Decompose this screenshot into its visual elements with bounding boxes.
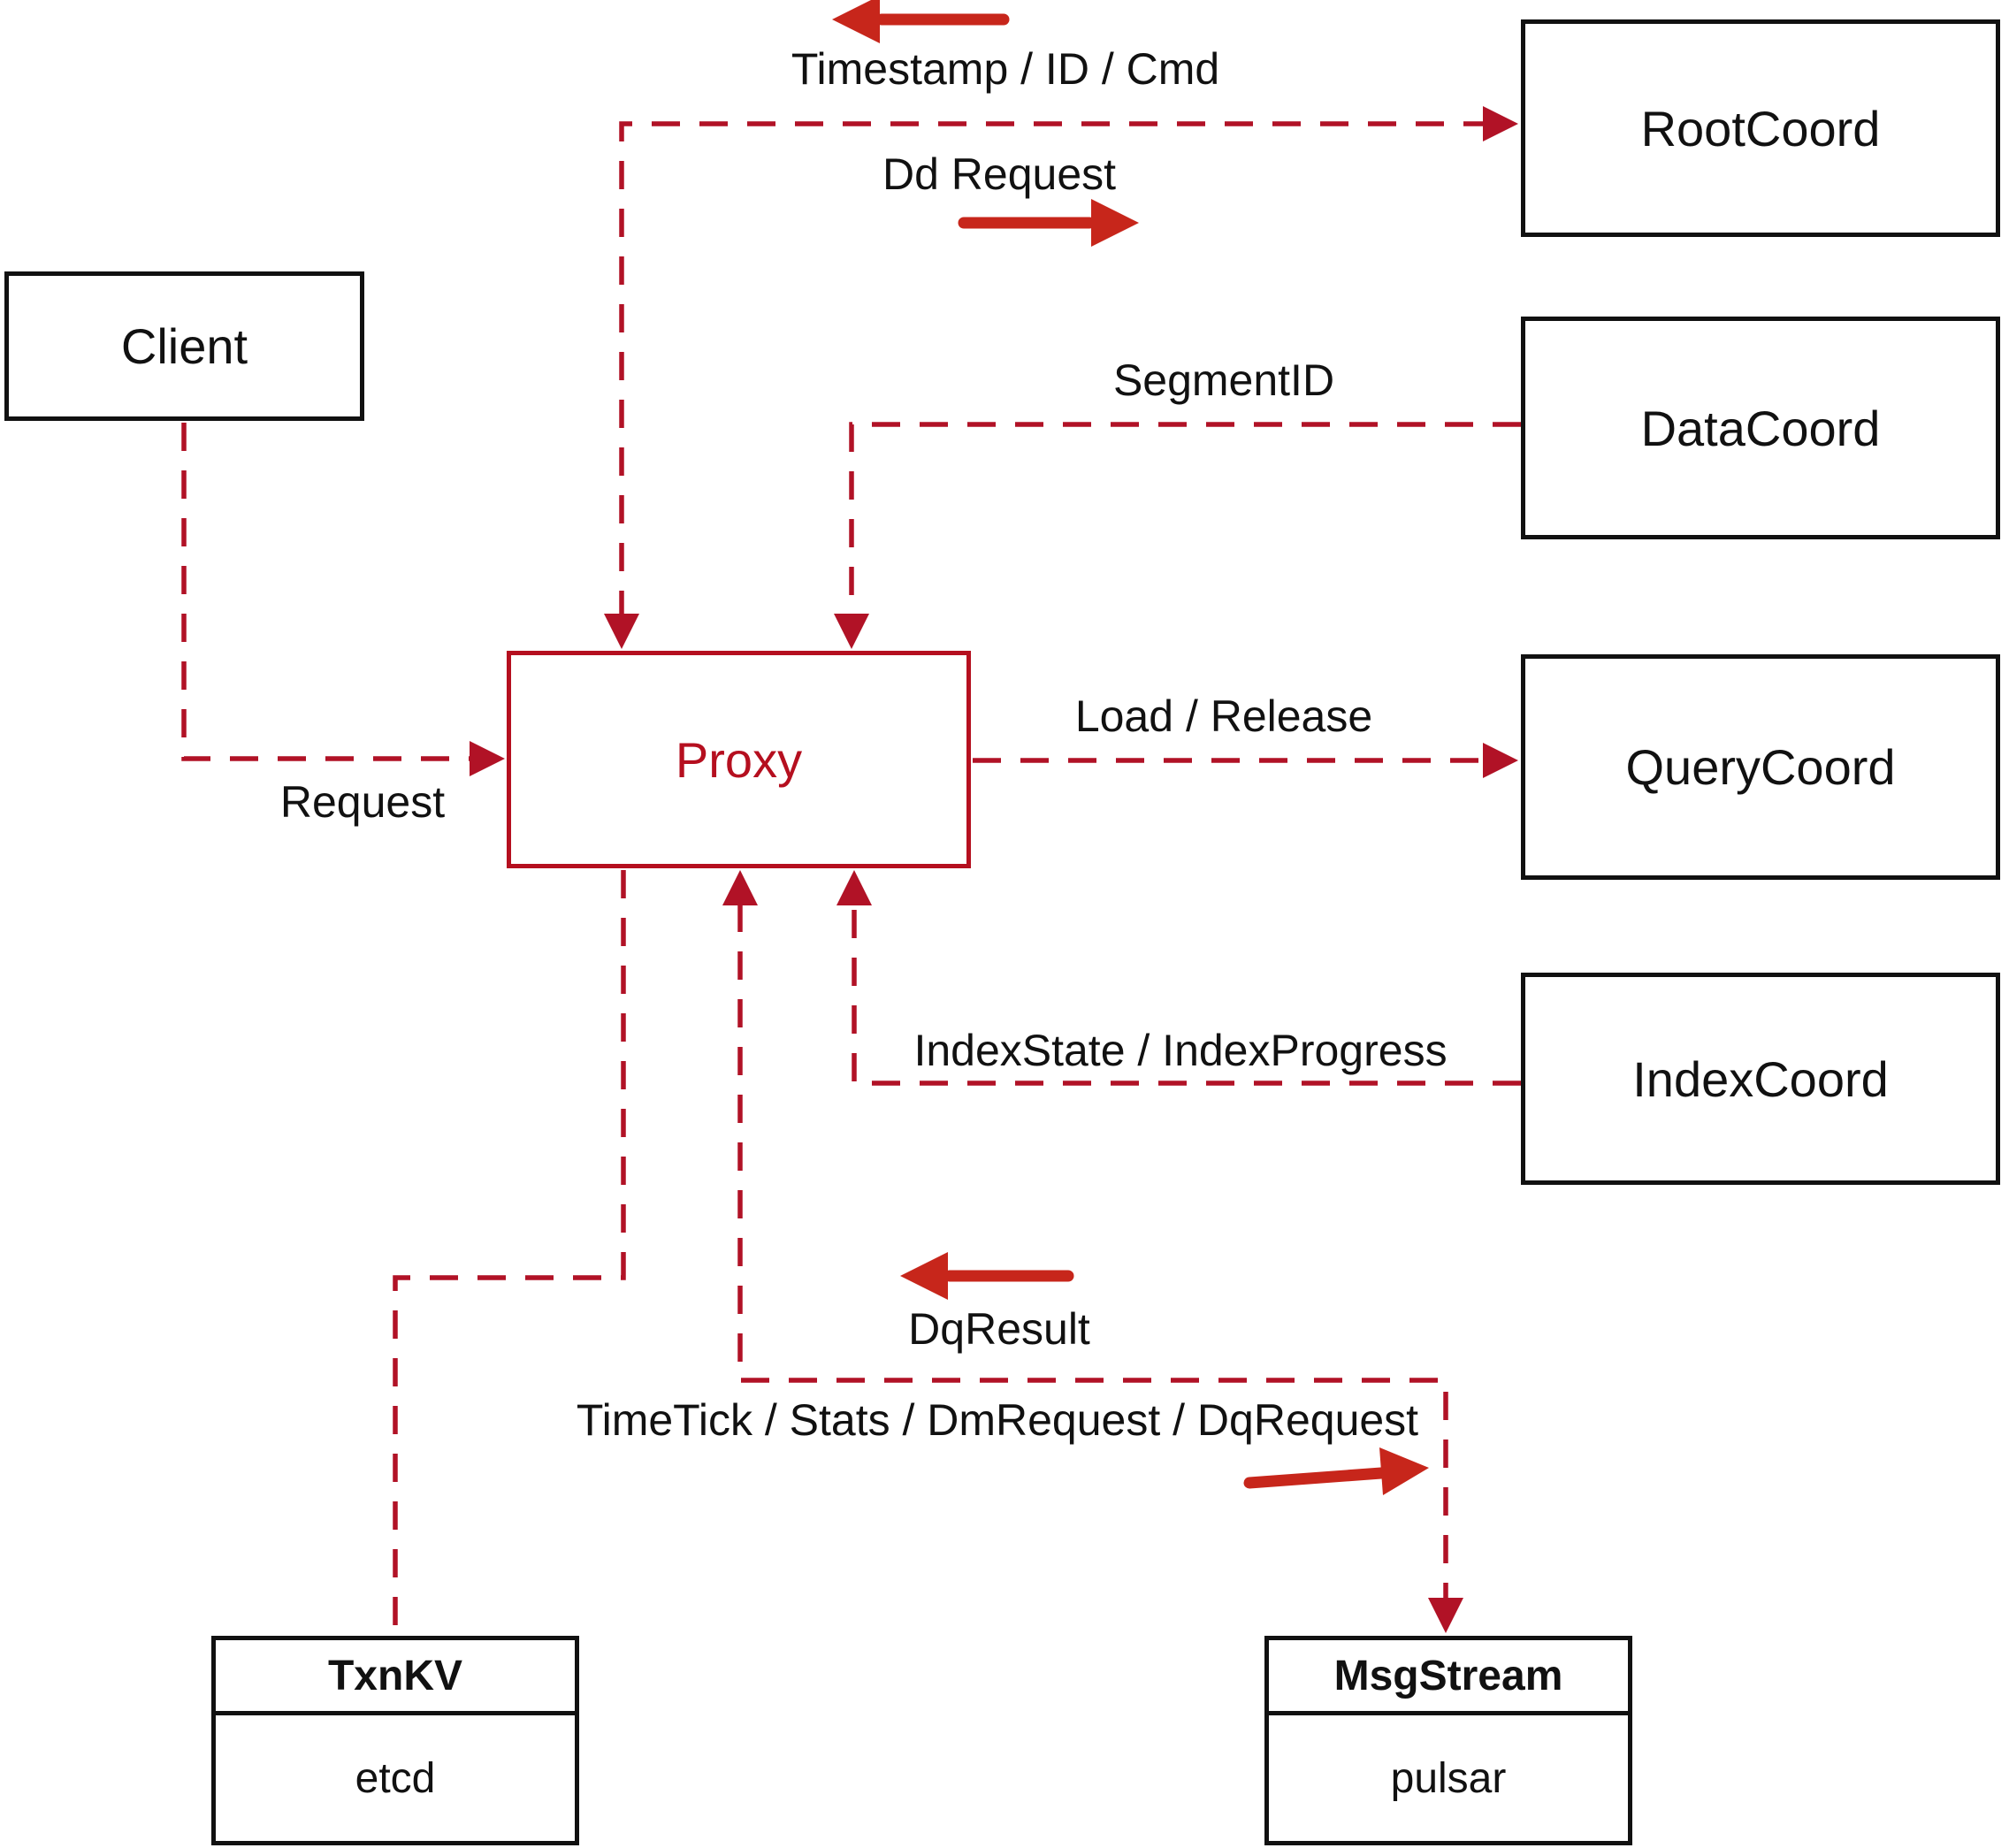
node-datacoord-label: DataCoord — [1640, 400, 1881, 456]
node-msgstream-title: MsgStream — [1269, 1640, 1628, 1715]
edge-proxy-txnkv — [393, 870, 626, 1634]
arrowhead-into-msgstream — [1428, 1598, 1463, 1633]
edge-label-dd-request: Dd Request — [882, 149, 1117, 199]
direction-arrow-left-timestamp-head — [832, 0, 880, 43]
node-proxy-label: Proxy — [675, 731, 803, 788]
direction-arrow-right-timetick-head — [1379, 1447, 1429, 1495]
node-querycoord-label: QueryCoord — [1625, 739, 1896, 795]
node-indexcoord-label: IndexCoord — [1632, 1050, 1889, 1107]
edge-label-timestamp-id-cmd: Timestamp / ID / Cmd — [791, 44, 1220, 94]
node-datacoord: DataCoord — [1521, 317, 2000, 539]
arrowhead-indexcoord-line-into-proxy — [836, 870, 872, 905]
edge-label-load-release: Load / Release — [1074, 691, 1373, 741]
node-txnkv: TxnKV etcd — [211, 1636, 579, 1845]
node-rootcoord: RootCoord — [1521, 19, 2000, 237]
edge-datacoord-proxy — [849, 422, 1521, 619]
edge-indexcoord-proxy — [852, 904, 1521, 1086]
edge-label-request: Request — [279, 777, 446, 827]
node-txnkv-title: TxnKV — [216, 1640, 575, 1715]
edge-label-dq-result: DqResult — [908, 1304, 1090, 1354]
arrowhead-into-querycoord — [1483, 743, 1518, 778]
arrowhead-into-proxy-left — [470, 741, 505, 776]
edge-proxy-rootcoord — [619, 121, 1486, 619]
direction-arrow-right-dd-request-head — [1091, 199, 1139, 247]
edge-label-index-state-progress: IndexState / IndexProgress — [913, 1026, 1448, 1075]
node-proxy: Proxy — [507, 651, 971, 868]
edge-label-segment-id: SegmentID — [1112, 355, 1335, 405]
arrowhead-msgstream-line-into-proxy — [722, 870, 758, 905]
node-rootcoord-label: RootCoord — [1640, 100, 1881, 157]
edge-label-timetick-stats: TimeTick / Stats / DmRequest / DqRequest — [576, 1395, 1419, 1445]
arrowhead-into-rootcoord — [1483, 106, 1518, 141]
edge-client-proxy — [181, 423, 473, 761]
direction-arrow-left-dq-result-head — [900, 1252, 948, 1300]
node-indexcoord: IndexCoord — [1521, 973, 2000, 1185]
direction-arrow-right-timetick — [1243, 1467, 1387, 1489]
node-querycoord: QueryCoord — [1521, 654, 2000, 880]
arrowhead-datacoord-line-into-proxy — [834, 614, 869, 649]
node-msgstream: MsgStream pulsar — [1264, 1636, 1632, 1845]
node-client: Client — [4, 271, 364, 421]
node-client-label: Client — [120, 318, 248, 374]
arrowhead-rootcoord-line-into-proxy — [604, 614, 639, 649]
edge-proxy-msgstream — [737, 904, 1448, 1602]
node-txnkv-subtitle: etcd — [355, 1754, 436, 1802]
node-msgstream-subtitle: pulsar — [1390, 1754, 1507, 1802]
